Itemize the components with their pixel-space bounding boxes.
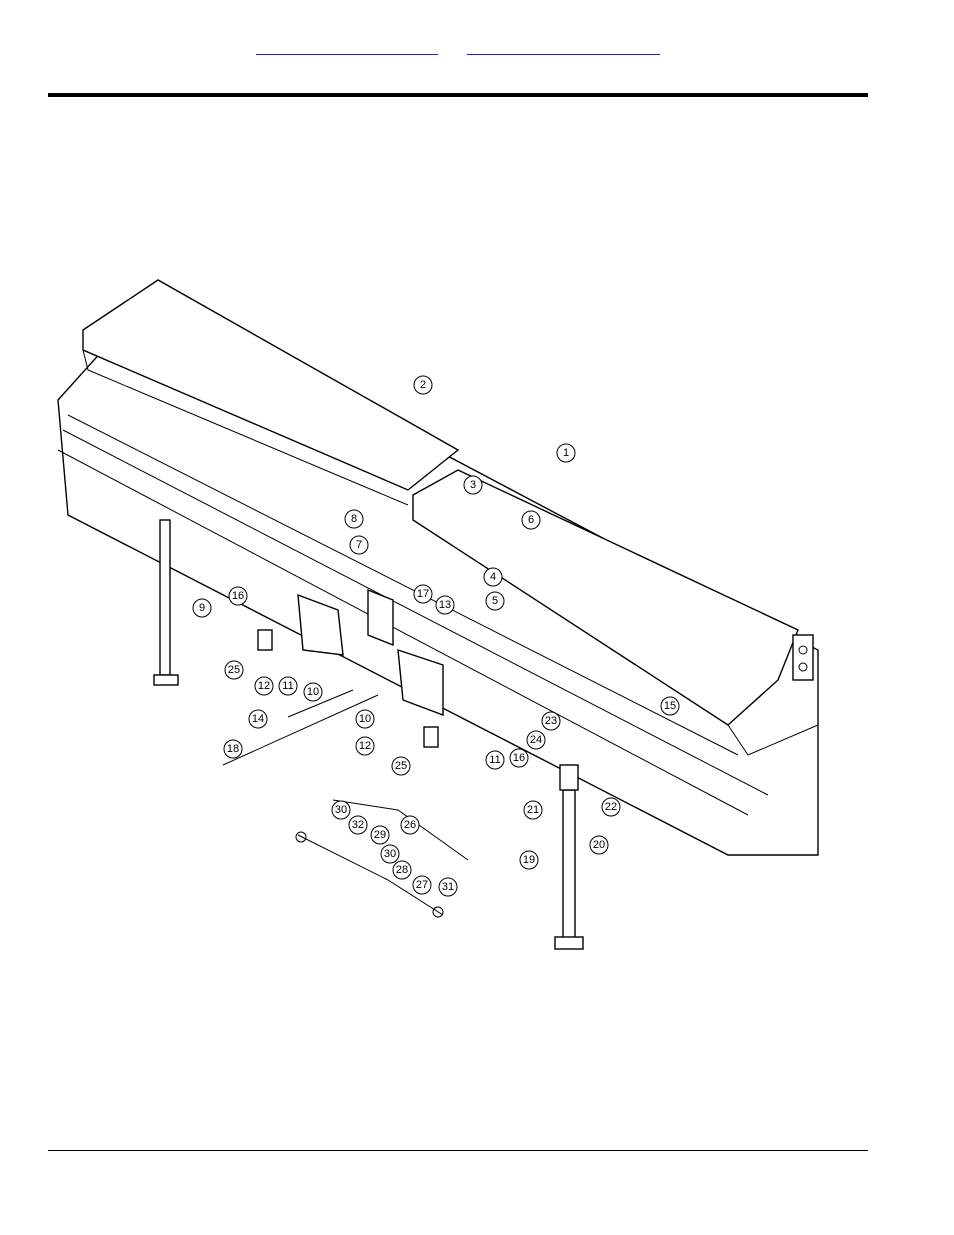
svg-text:10: 10: [359, 713, 371, 725]
header-link-left[interactable]: [256, 38, 438, 55]
svg-text:1: 1: [563, 447, 569, 459]
svg-text:29: 29: [374, 829, 386, 841]
header-link-right[interactable]: [467, 38, 660, 55]
svg-text:10: 10: [307, 686, 319, 698]
svg-text:32: 32: [352, 819, 364, 831]
svg-text:12: 12: [258, 680, 270, 692]
svg-text:12: 12: [359, 740, 371, 752]
svg-text:28: 28: [396, 864, 408, 876]
svg-text:23: 23: [545, 715, 557, 727]
svg-text:19: 19: [523, 854, 535, 866]
footer-rule: [48, 1150, 868, 1151]
callout-labels: 1 2 3 4 5 6 7 8 9 10 10 11 11 12 12 13 1…: [192, 375, 680, 897]
svg-text:22: 22: [605, 801, 617, 813]
svg-text:30: 30: [335, 804, 347, 816]
svg-text:7: 7: [356, 539, 362, 551]
svg-text:4: 4: [490, 571, 496, 583]
svg-text:24: 24: [530, 734, 542, 746]
svg-text:11: 11: [282, 680, 293, 692]
svg-text:26: 26: [404, 819, 416, 831]
svg-text:8: 8: [351, 513, 357, 525]
lid-right: [412, 469, 819, 756]
svg-text:15: 15: [664, 700, 676, 712]
stand-right: [554, 764, 584, 950]
stand-left: [153, 519, 179, 686]
svg-text:16: 16: [513, 752, 525, 764]
svg-text:21: 21: [527, 804, 539, 816]
svg-text:3: 3: [470, 479, 476, 491]
svg-text:17: 17: [417, 588, 429, 600]
svg-text:16: 16: [232, 590, 244, 602]
svg-text:13: 13: [439, 599, 451, 611]
svg-text:9: 9: [199, 602, 205, 614]
bolt-kit: [295, 799, 469, 918]
svg-text:2: 2: [420, 379, 426, 391]
svg-text:5: 5: [492, 595, 498, 607]
svg-text:25: 25: [228, 664, 240, 676]
hitch-assembly: [222, 588, 444, 766]
svg-text:20: 20: [593, 839, 605, 851]
svg-text:25: 25: [395, 760, 407, 772]
svg-text:18: 18: [227, 743, 239, 755]
header-rule: [48, 93, 868, 97]
svg-text:30: 30: [384, 848, 396, 860]
svg-text:31: 31: [442, 881, 454, 893]
svg-text:11: 11: [489, 754, 500, 766]
parts-diagram: 1 2 3 4 5 6 7 8 9 10 10 11 11 12 12 13 1…: [48, 255, 838, 965]
svg-text:6: 6: [528, 514, 534, 526]
lid-left: [82, 279, 460, 506]
svg-text:27: 27: [416, 879, 428, 891]
svg-text:14: 14: [252, 713, 264, 725]
